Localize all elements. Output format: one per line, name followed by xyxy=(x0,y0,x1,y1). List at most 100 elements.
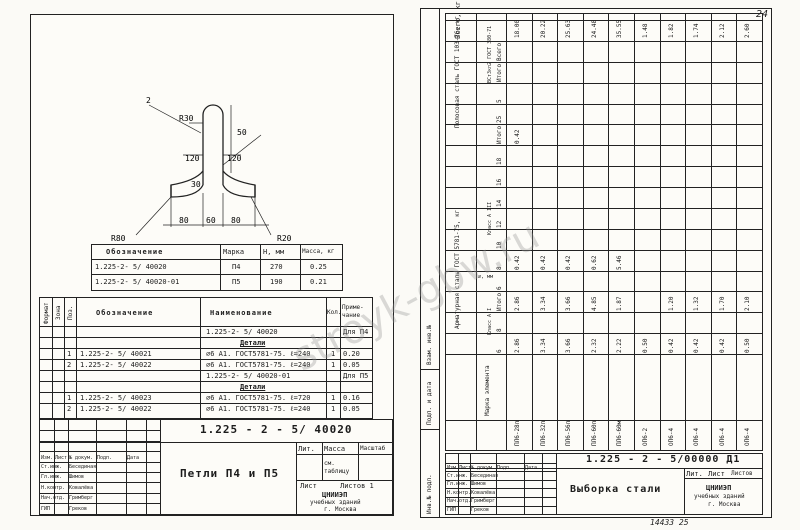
org-name: ЦНИИЭП xyxy=(322,491,348,499)
spec-qty: 1 xyxy=(331,405,336,413)
dim-120-right: 120 xyxy=(227,154,242,163)
title-col-label: Подп. xyxy=(97,455,113,461)
spec-note: 0.05 xyxy=(343,405,360,413)
mass-header: Масса, кг xyxy=(302,248,335,255)
value-cell: 5.46 xyxy=(616,255,624,270)
signer-name: Шимов xyxy=(69,474,85,481)
mass-label: Масса xyxy=(324,445,346,453)
row-mark: ОП6-4 xyxy=(693,427,701,446)
spec-designation: 1.225-2- 5/ 40022 xyxy=(80,361,152,369)
title-col-label: Изм. xyxy=(447,465,460,471)
title-col-label: Дата xyxy=(127,455,140,461)
spec-qty: 1 xyxy=(331,361,336,369)
column-header: Итого xyxy=(496,63,503,82)
signer-name: Гримберг xyxy=(69,495,94,502)
pos-header: Поз. xyxy=(67,305,74,320)
spec-pos: 2 xyxy=(67,361,72,369)
row-mark: ОП6-4 xyxy=(744,427,752,446)
value-cell: 2.22 xyxy=(616,338,624,353)
value-cell: 4.85 xyxy=(590,296,598,312)
value-cell: 0.50 xyxy=(642,338,649,353)
signer-name: Ковалёва xyxy=(69,484,94,491)
drawing-title: Выборка стали xyxy=(570,484,662,495)
spec-name: 1.225-2- 5/ 40020 xyxy=(206,328,278,336)
spec-name: ⌀6 А1. ГОСТ5781-75. ℓ=240 xyxy=(206,361,311,369)
signer-role: Нач.отд. xyxy=(41,495,66,502)
signer-name: Греков xyxy=(69,505,88,512)
mark-cell: П4 xyxy=(232,263,241,271)
zone-header: Зона xyxy=(55,305,62,320)
value-cell: 3.34 xyxy=(539,338,547,353)
spec-qty: 1 xyxy=(331,394,336,402)
signer-role: ГИП xyxy=(447,506,457,513)
org-sub: учебных зданий xyxy=(310,499,361,506)
bottom-note: 14433 25 xyxy=(650,518,689,527)
value-cell: 1.32 xyxy=(693,296,701,312)
diameter-header: ⌀, мм xyxy=(478,273,494,280)
value-cell: 0.42 xyxy=(565,255,573,270)
org-city: г. Москва xyxy=(708,501,741,508)
spec-note: Для П5 xyxy=(343,372,369,380)
title-col-label: Лист xyxy=(459,465,472,471)
spec-name: ⌀6 А1. ГОСТ5781-75. ℓ=240 xyxy=(206,405,311,413)
loop-drawing: 2 R30 50 120 120 30 80 60 80 R80 R20 xyxy=(111,96,292,243)
side-label-sign: Подп. и дата xyxy=(426,381,433,425)
sheets-label: Листов xyxy=(731,470,753,477)
dim-80-left: 80 xyxy=(179,216,189,225)
column-header: Итого xyxy=(496,126,503,145)
row-mark: ОП6-4 xyxy=(718,427,726,446)
spec-note: 0.05 xyxy=(343,361,360,369)
spec-pos: 2 xyxy=(67,405,72,413)
row-total: 2.60 xyxy=(744,23,752,38)
value-cell: 1.20 xyxy=(667,296,675,312)
height-cell: 190 xyxy=(270,278,283,286)
spec-name: Детали xyxy=(240,383,266,391)
pos-mark-label: 2 xyxy=(146,96,151,105)
value-cell: 1.87 xyxy=(616,296,624,312)
row-mark: ОП6-2 xyxy=(642,427,649,446)
row-mark: ПЛ6-28п xyxy=(514,420,521,446)
right-sheet: 24 Инв.№ подл. Подп. и дата Взам. инв.№ … xyxy=(420,1,772,518)
signer-name: Гримберг xyxy=(471,498,496,505)
spec-name: ⌀6 А1. ГОСТ5781-75. ℓ=720 xyxy=(206,394,311,402)
signer-role: Гл.инж. xyxy=(41,474,63,481)
spec-designation: 1.225-2- 5/ 40022 xyxy=(80,405,152,413)
column-header: Итого xyxy=(496,293,503,312)
value-cell: 3.34 xyxy=(539,296,547,312)
format-header: Формат xyxy=(43,302,50,324)
row-total: 24.48 xyxy=(590,19,598,38)
height-header: Н, мм xyxy=(263,248,285,256)
signer-role: Ст.инж. xyxy=(447,473,469,479)
lit-label: Лит. xyxy=(298,445,315,453)
sheets-label: Листов 1 xyxy=(340,482,374,490)
signer-name: Греков xyxy=(471,506,490,513)
dim-120-left: 120 xyxy=(185,154,200,163)
row-total: 20.22 xyxy=(539,19,547,38)
signer-name: Бесединая xyxy=(471,473,499,479)
mass-value: см. таблицу xyxy=(324,460,350,475)
drawing-title: Петли П4 и П5 xyxy=(180,467,280,480)
specification-table: Формат Зона Поз. Обозначение Наименовани… xyxy=(39,297,373,419)
spec-pos: 1 xyxy=(67,350,72,358)
spec-pos: 1 xyxy=(67,394,72,402)
column-header: 14 xyxy=(496,199,503,207)
column-header: 6 xyxy=(496,349,503,353)
signer-role: Нач.отд. xyxy=(447,498,472,505)
org-name: ЦНИИЭП xyxy=(706,484,732,492)
row-total: 1.74 xyxy=(693,23,701,38)
mass-cell: 0.21 xyxy=(310,278,327,286)
spec-designation: 1.225-2- 5/ 40021 xyxy=(80,350,152,358)
value-cell: 2.86 xyxy=(514,338,521,353)
column-header: 16 xyxy=(496,178,503,186)
designation-table: Обозначение Марка Н, мм Масса, кг 1.225-… xyxy=(91,244,343,291)
dim-80-right: 80 xyxy=(231,216,241,225)
note-header: Приме- чание xyxy=(342,304,364,319)
scale-label: Масштаб xyxy=(360,445,386,452)
column-header: 6 xyxy=(496,286,503,291)
title-col-label: Изм. xyxy=(41,455,54,461)
title-col-label: № докум. xyxy=(69,455,94,461)
column-header: 18 xyxy=(496,157,503,166)
